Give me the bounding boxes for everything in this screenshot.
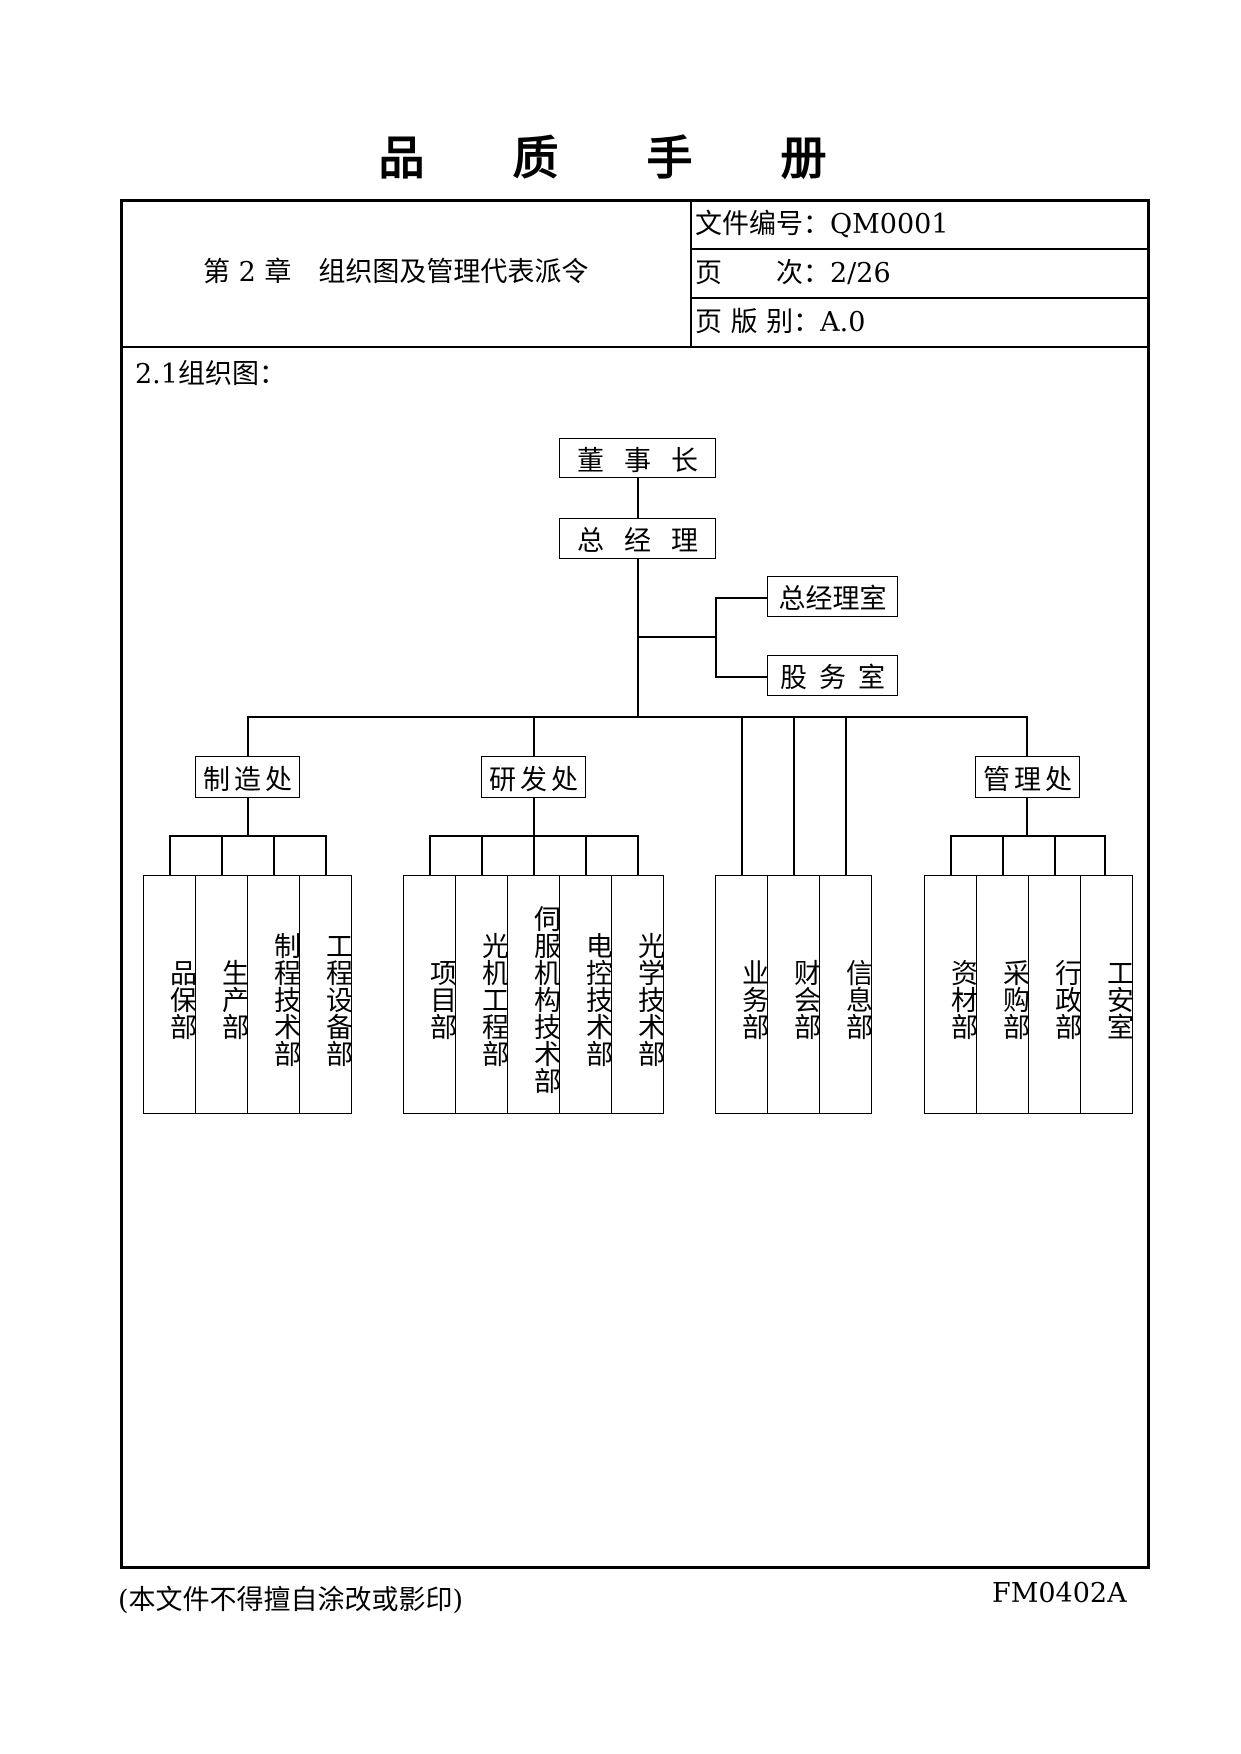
connector (741, 716, 743, 876)
connector (481, 835, 483, 876)
org-node-manufacturing: 制造处 (195, 756, 300, 798)
dept-industrial-safety: 工安室 (1080, 875, 1133, 1114)
connector (1026, 797, 1028, 836)
connector (845, 716, 847, 876)
connector (221, 835, 223, 876)
org-node-rnd: 研发处 (481, 756, 586, 798)
document-number: 文件编号：QM0001 (695, 209, 949, 240)
connector (637, 636, 717, 638)
dept-servo-mechanism: 伺服机构技术部 (507, 875, 560, 1114)
org-node-stock-office: 股务室 (767, 655, 898, 696)
dept-materials: 资材部 (924, 875, 977, 1114)
dept-finance: 财会部 (767, 875, 820, 1114)
org-node-general-manager: 总经理 (559, 518, 716, 559)
connector (533, 835, 535, 876)
connector (325, 835, 327, 876)
form-number: FM0402A (992, 1578, 1127, 1609)
connector (169, 835, 171, 876)
connector (715, 676, 768, 678)
org-node-gm-office: 总经理室 (767, 576, 898, 617)
connector (247, 797, 249, 836)
connector (585, 835, 587, 876)
dept-administration: 行政部 (1028, 875, 1081, 1114)
connector (950, 835, 1106, 837)
dept-information: 信息部 (819, 875, 872, 1114)
connector (950, 835, 952, 876)
chapter-title: 第 2 章 组织图及管理代表派令 (203, 257, 589, 288)
connector (637, 835, 639, 876)
connector (715, 597, 717, 677)
connector (247, 716, 1028, 718)
connector (533, 797, 535, 836)
dept-optics: 光学技术部 (611, 875, 664, 1114)
org-node-chairman: 董事长 (559, 438, 716, 478)
dept-project: 项目部 (403, 875, 456, 1114)
connector (1026, 716, 1028, 758)
dept-production: 生产部 (195, 875, 248, 1114)
connector (247, 716, 249, 758)
footer-notice: (本文件不得擅自涂改或影印) (118, 1585, 464, 1616)
connector (1054, 835, 1056, 876)
connector (533, 716, 535, 758)
connector (429, 835, 431, 876)
dept-purchasing: 采购部 (976, 875, 1029, 1114)
header-divider (120, 346, 1150, 348)
dept-process-tech: 制程技术部 (247, 875, 300, 1114)
connector (793, 716, 795, 876)
connector (1104, 835, 1106, 876)
header-row-divider (690, 248, 1150, 250)
header-row-divider (690, 297, 1150, 299)
document-frame (120, 199, 1150, 1569)
dept-engineering-equipment: 工程设备部 (299, 875, 352, 1114)
dept-quality-assurance: 品保部 (143, 875, 196, 1114)
connector (169, 835, 326, 837)
page-title: 品 质 手 册 (378, 131, 863, 185)
connector (715, 597, 768, 599)
section-heading: 2.1组织图： (135, 359, 286, 390)
header-vertical-divider (690, 199, 692, 347)
connector (273, 835, 275, 876)
page-number: 页 次：2/26 (695, 258, 891, 289)
connector (1002, 835, 1004, 876)
connector (637, 476, 639, 520)
dept-sales: 业务部 (715, 875, 768, 1114)
dept-optomechanical: 光机工程部 (455, 875, 508, 1114)
dept-electrical-control: 电控技术部 (559, 875, 612, 1114)
version-label: 页 版 别：A.0 (695, 307, 866, 338)
org-node-management: 管理处 (975, 756, 1080, 798)
